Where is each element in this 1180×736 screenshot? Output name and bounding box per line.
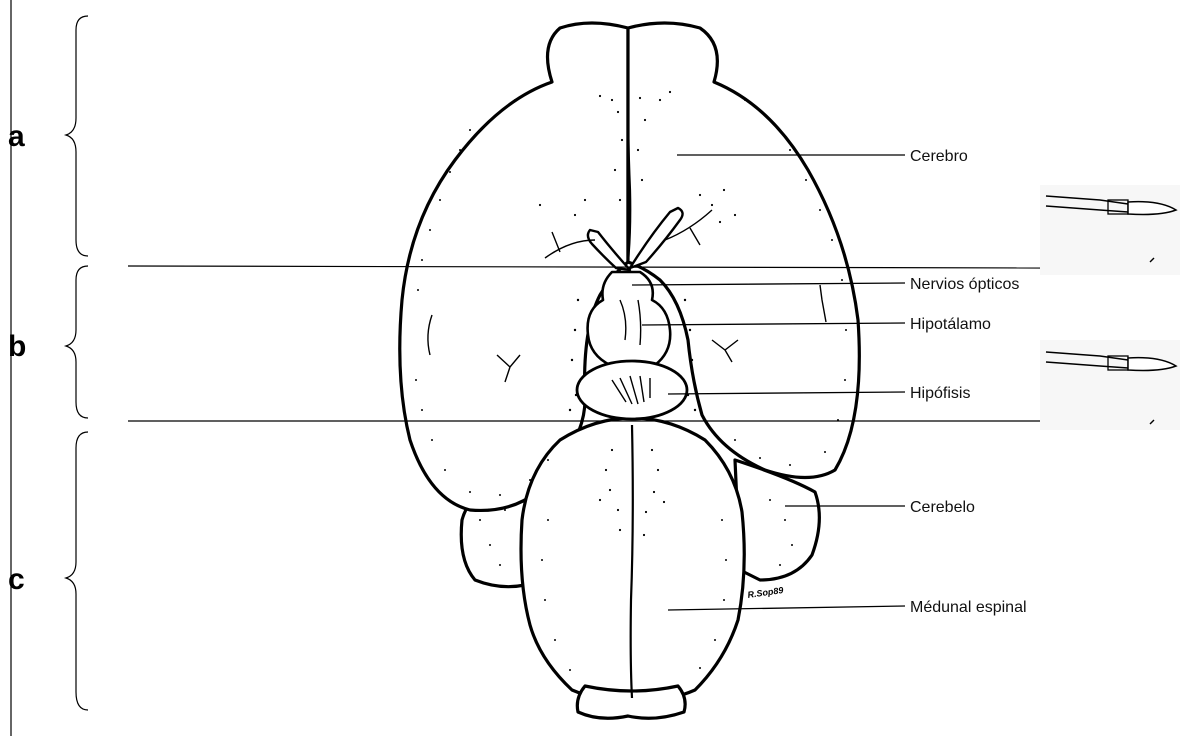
- section-letter-b: b: [8, 330, 26, 363]
- brace-b: [66, 266, 88, 418]
- brain-illustration: R.Sop89: [400, 23, 860, 718]
- pituitary: [577, 361, 687, 419]
- artist-signature: R.Sop89: [747, 585, 784, 600]
- label-medula-espinal: Médunal espinal: [910, 599, 1027, 616]
- scalpel-icon: [1040, 340, 1180, 430]
- section-letter-c: c: [8, 563, 25, 596]
- brace-a: [66, 16, 88, 256]
- section-letter-a: a: [8, 120, 25, 153]
- label-hipotalamo: Hipotálamo: [910, 316, 991, 333]
- label-cerebro: Cerebro: [910, 148, 968, 165]
- brace-c: [66, 432, 88, 710]
- label-nervios-opticos: Nervios ópticos: [910, 276, 1019, 293]
- scalpel-icon: [1040, 185, 1180, 275]
- label-hipofisis: Hipófisis: [910, 385, 970, 402]
- label-cerebelo: Cerebelo: [910, 499, 975, 516]
